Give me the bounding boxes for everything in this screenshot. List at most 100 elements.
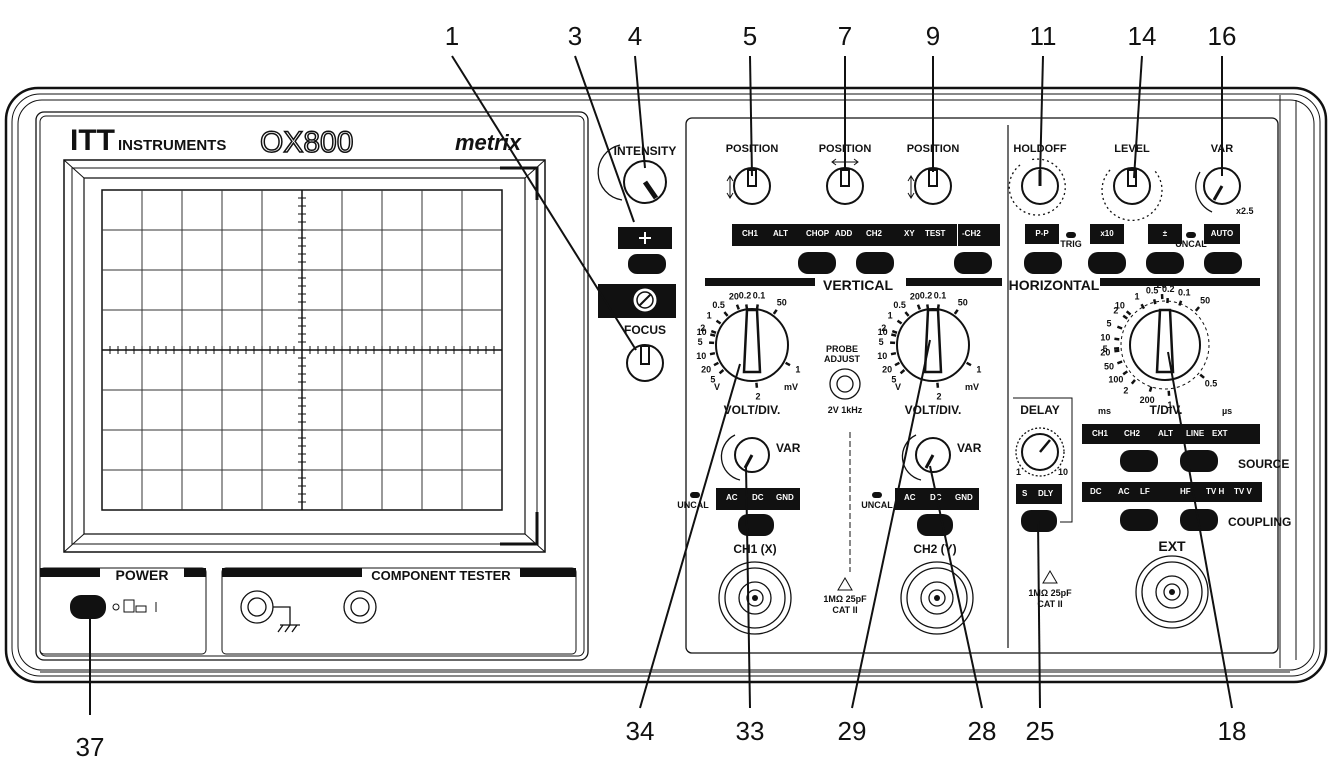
volt-scale-right: 10 xyxy=(878,327,888,337)
dial-tick xyxy=(735,304,740,310)
mode-right-button[interactable] xyxy=(856,252,894,274)
coupling-ch2-button[interactable] xyxy=(917,514,953,536)
uncal-led-1 xyxy=(690,492,700,498)
power-section: POWER xyxy=(39,567,207,655)
callout-1: 1 xyxy=(445,21,459,51)
dial-tick xyxy=(896,319,903,325)
probe-adjust-terminal[interactable] xyxy=(829,368,861,400)
callout-28: 28 xyxy=(968,716,997,746)
ch2-bnc-input[interactable] xyxy=(900,561,974,635)
volt-scale-left: 1 xyxy=(707,311,712,321)
mode-invert-ch2: -CH2 xyxy=(962,229,981,238)
adjust-label: ADJUST xyxy=(824,354,861,364)
dial-tick xyxy=(953,309,959,315)
ch1-gnd: GND xyxy=(776,493,794,502)
uncal-2-label: UNCAL xyxy=(861,500,893,510)
callout-7: 7 xyxy=(838,21,852,51)
var-1-label: VAR xyxy=(776,441,801,455)
time-scale-left: 5 xyxy=(1106,319,1111,329)
slope-button[interactable] xyxy=(1146,252,1184,274)
time-scale-left: 20 xyxy=(1100,347,1110,357)
delay-s: S xyxy=(1022,489,1028,498)
tc-ac: AC xyxy=(1118,487,1130,496)
coupling-left-button[interactable] xyxy=(1120,509,1158,531)
source-left-button[interactable] xyxy=(1120,450,1158,472)
var-ch2: VAR UNCAL AC DC GND CH2 (Y) xyxy=(861,434,982,635)
ext-bnc-input[interactable] xyxy=(1135,555,1209,629)
volt-scale-left: 0.5 xyxy=(712,300,725,310)
dial-tick xyxy=(1122,314,1129,320)
x10-button[interactable] xyxy=(1088,252,1126,274)
delay-dly: DLY xyxy=(1038,489,1054,498)
brand-sub: INSTRUMENTS xyxy=(118,137,226,154)
slope-label-plate xyxy=(1148,224,1182,244)
time-scale-right: 1 xyxy=(1167,400,1172,410)
source-label: SOURCE xyxy=(1238,457,1289,471)
unit-mv2: mV xyxy=(965,382,979,392)
var-h-x25: x2.5 xyxy=(1236,206,1254,216)
pp-button[interactable] xyxy=(1024,252,1062,274)
callouts-top: 1 3 4 5 7 9 11 14 16 xyxy=(445,21,1237,51)
volt-scale-right: 5 xyxy=(891,374,896,384)
dial-tick xyxy=(936,382,940,388)
x10-label: x10 xyxy=(1100,229,1114,238)
component-tester-jack-1[interactable] xyxy=(240,590,274,624)
vertical-header: VERTICAL xyxy=(705,277,1002,293)
auto-label-plate xyxy=(1204,224,1240,244)
power-label: POWER xyxy=(116,567,169,583)
var-2-label: VAR xyxy=(957,441,982,455)
auto-button[interactable] xyxy=(1204,252,1242,274)
impedance-mark-2: 1MΩ 25pF CAT II xyxy=(1028,570,1072,609)
uncal-led-3 xyxy=(1186,232,1196,238)
ext-input: EXT xyxy=(1135,538,1209,629)
component-tester-jack-2[interactable] xyxy=(343,590,377,624)
time-div-dial: ms µs T/DIV. xyxy=(1098,300,1232,417)
vertical-arrow-icon xyxy=(726,175,734,199)
time-scale-right: 0.5 xyxy=(1205,379,1218,389)
ch1-dc: DC xyxy=(752,493,764,502)
component-tester-section: COMPONENT TESTER xyxy=(221,567,577,655)
mode-ch2: CH2 xyxy=(866,229,883,238)
dial-tick xyxy=(966,361,972,367)
crt-controls: INTENSITY FOCUS xyxy=(597,144,677,382)
volt-scale-right: 1 xyxy=(795,364,800,374)
volt-scale-right: 50 xyxy=(777,297,787,307)
volt-scale-left: 2 xyxy=(700,323,705,333)
volt-scale-left: 1 xyxy=(888,311,893,321)
volt-scale-top: 0.1 xyxy=(753,291,766,301)
volt-scale-left: 20 xyxy=(701,364,711,374)
mode-alt: ALT xyxy=(773,229,788,238)
volt-scale-left: 5 xyxy=(879,337,884,347)
ch1-bnc-input[interactable] xyxy=(718,561,792,635)
horizontal-header: HORIZONTAL xyxy=(1009,277,1260,293)
t-div-label: T/DIV. xyxy=(1150,403,1183,417)
ch2-label: CH2 (Y) xyxy=(913,542,956,556)
invert-ch2-button[interactable] xyxy=(954,252,992,274)
callout-37: 37 xyxy=(76,732,105,762)
callout-25: 25 xyxy=(1026,716,1055,746)
impedance-1-label: 1MΩ 25pF xyxy=(823,594,867,604)
beam-finder-button[interactable] xyxy=(628,254,666,274)
tc-lf: LF xyxy=(1140,487,1150,496)
delay-label: DELAY xyxy=(1020,403,1060,417)
volt-scale-left: 10 xyxy=(877,351,887,361)
mode-left-button[interactable] xyxy=(798,252,836,274)
power-button[interactable] xyxy=(70,595,106,619)
horizontal-label: HORIZONTAL xyxy=(1009,277,1100,293)
coupling-ch1-button[interactable] xyxy=(738,514,774,536)
callouts-bottom: 37 34 33 29 28 25 18 xyxy=(76,716,1247,762)
warning-icon xyxy=(837,577,853,591)
volt-scale-top: 0.1 xyxy=(934,291,947,301)
dial-tick xyxy=(1130,379,1136,385)
pp-label-plate xyxy=(1025,224,1059,244)
intensity-label: INTENSITY xyxy=(614,144,677,158)
unit-mv1: mV xyxy=(784,382,798,392)
volt-div-1-label: VOLT/DIV. xyxy=(724,403,781,417)
volt-scale-left: 5 xyxy=(698,337,703,347)
src-line: LINE xyxy=(1186,429,1205,438)
delay-min: 1 xyxy=(1016,467,1021,477)
callout-3: 3 xyxy=(568,21,582,51)
vertical-arrow-icon xyxy=(907,175,915,199)
ch1-ac: AC xyxy=(726,493,738,502)
focus-label: FOCUS xyxy=(624,323,666,337)
